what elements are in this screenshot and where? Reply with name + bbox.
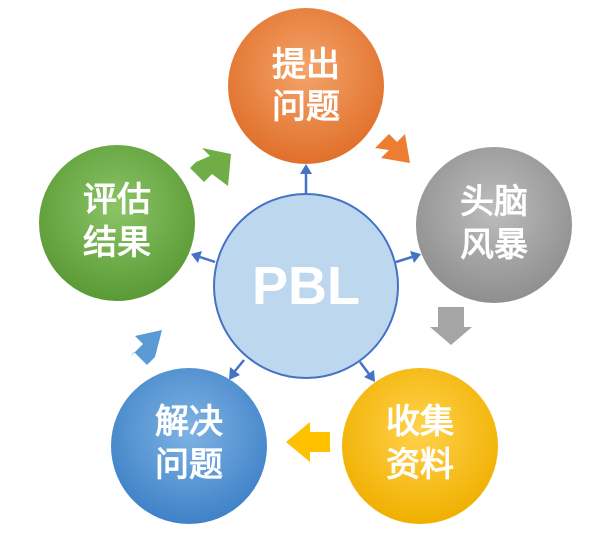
connector-to-solve-problem [234, 359, 245, 372]
node-evaluate-result: 评估 结果 [39, 145, 195, 301]
node-brainstorm: 头脑 风暴 [416, 147, 572, 303]
connector-to-brainstorm [395, 255, 413, 264]
node-label-line2: 风暴 [460, 225, 528, 265]
connector-to-evaluate-result [199, 255, 216, 264]
node-label-line1: 解决 [155, 402, 223, 442]
connector-arrowhead [300, 164, 312, 174]
cycle-arrow-raise-to-brainstorm [375, 134, 410, 163]
cycle-arrow-brainstorm-to-collect [430, 307, 472, 345]
node-label-line1: 提出 [272, 45, 340, 85]
node-solve-problem: 解决 问题 [111, 368, 267, 524]
node-label-line2: 问题 [155, 445, 223, 485]
connector-arrowhead [229, 367, 240, 380]
node-circle [342, 368, 498, 524]
node-collect-data: 收集 资料 [342, 368, 498, 524]
connector-arrowhead [364, 370, 375, 382]
node-circle [111, 368, 267, 524]
node-circle [416, 147, 572, 303]
node-label-line1: 评估 [83, 180, 151, 220]
connector-to-collect-data [359, 361, 370, 375]
node-label-line2: 资料 [386, 445, 454, 485]
cycle-arrow-collect-to-solve [286, 422, 330, 462]
connectors [191, 164, 421, 382]
center-label: PBL [252, 256, 360, 316]
cycle-arrow-evaluate-to-raise [190, 148, 231, 186]
connector-arrowhead [410, 251, 421, 263]
node-label-line2: 结果 [83, 223, 151, 263]
center-node: PBL [213, 193, 399, 379]
connector-arrowhead [191, 251, 202, 263]
center-circle [213, 193, 399, 379]
node-label-line1: 收集 [386, 402, 454, 442]
cycle-arrow-solve-to-evaluate [130, 330, 162, 365]
node-circle [228, 8, 384, 164]
cycle-arrows [130, 134, 472, 462]
node-raise-question: 提出 问题 [228, 8, 384, 164]
node-label-line1: 头脑 [460, 182, 528, 222]
node-label-line2: 问题 [272, 87, 340, 127]
node-circle [39, 145, 195, 301]
